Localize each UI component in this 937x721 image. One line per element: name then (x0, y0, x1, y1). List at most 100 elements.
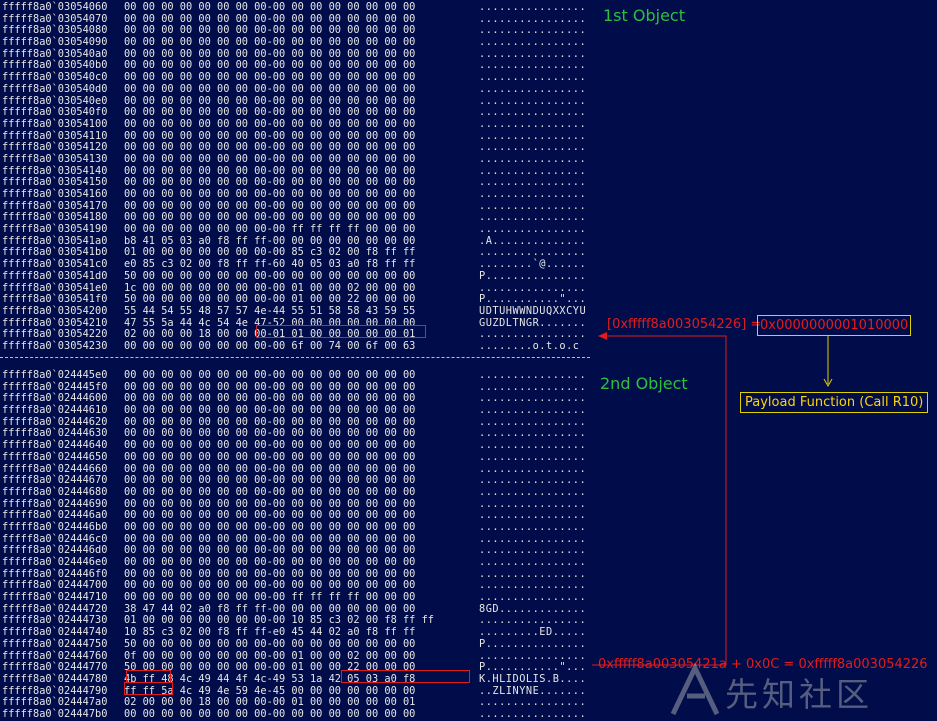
memory-hex-bytes: 00 00 00 00 00 00 00 00-00 00 00 00 00 0… (124, 532, 416, 545)
memory-row: fffff8a0`03054130 00 00 00 00 00 00 00 00… (2, 152, 594, 166)
memory-row: fffff8a0`02444660 00 00 00 00 00 00 00 00… (2, 462, 594, 476)
memory-hex-bytes: e0 85 c3 02 00 f8 ff ff-60 40 05 03 a0 f… (124, 258, 416, 271)
memory-address: fffff8a0`030540b0 (2, 59, 108, 72)
watermark: 先知社区 (665, 662, 935, 718)
memory-address: fffff8a0`030540c0 (2, 71, 108, 84)
memory-dump-first-object: fffff8a0`03054060 00 00 00 00 00 00 00 00… (2, 1, 594, 353)
memory-address: fffff8a0`030541c0 (2, 258, 108, 271)
memory-hex-bytes: 00 00 00 00 00 00 00 00-00 00 00 00 00 0… (124, 36, 416, 49)
memory-ascii: ................ (479, 152, 587, 165)
memory-ascii: ................ (479, 59, 587, 72)
memory-address: fffff8a0`024445f0 (2, 380, 108, 393)
watermark-text: 先知社区 (725, 675, 873, 714)
memory-hex-bytes: 47 55 5a 44 4c 54 4e 47-52 00 00 00 00 0… (124, 316, 416, 329)
memory-address: fffff8a0`02444660 (2, 462, 108, 475)
memory-hex-bytes: 00 00 00 00 00 00 00 00-00 00 00 00 00 0… (124, 152, 416, 165)
memory-address: fffff8a0`02444720 (2, 602, 108, 615)
memory-address: fffff8a0`030541a0 (2, 234, 108, 247)
first-object-label: 1st Object (603, 6, 685, 25)
memory-ascii: ................ (479, 36, 587, 49)
memory-address: fffff8a0`03054080 (2, 24, 108, 37)
memory-address: fffff8a0`03054090 (2, 36, 108, 49)
memory-hex-bytes: 10 85 c3 02 00 f8 ff ff-e0 45 44 02 a0 f… (124, 626, 416, 639)
memory-ascii: ................ (479, 129, 587, 142)
memory-ascii: ................ (479, 649, 587, 662)
memory-ascii: P..........."... (479, 293, 587, 306)
memory-hex-bytes: 00 00 00 00 00 00 00 00-00 00 00 00 00 0… (124, 485, 416, 498)
memory-hex-bytes: 00 00 00 00 00 00 00 00-00 00 00 00 00 0… (124, 94, 416, 107)
memory-hex-bytes: 00 00 00 00 00 00 00 00-00 00 00 00 00 0… (124, 1, 416, 13)
memory-hex-bytes: 00 00 00 00 00 00 00 00-00 00 00 00 00 0… (124, 462, 416, 475)
memory-address: fffff8a0`03054150 (2, 176, 108, 189)
memory-ascii: ................ (479, 707, 587, 720)
memory-hex-bytes: 00 00 00 00 00 00 00 00-00 00 00 00 00 0… (124, 520, 416, 533)
memory-hex-bytes: 55 44 54 55 48 57 57 4e-44 55 51 58 58 4… (124, 304, 416, 317)
memory-hex-bytes: 00 00 00 00 00 00 00 00-00 00 00 00 00 0… (124, 141, 416, 154)
memory-hex-bytes: 00 00 00 00 00 00 00 00-00 00 00 00 00 0… (124, 556, 416, 568)
memory-ascii: P..........."... (479, 661, 587, 674)
memory-ascii: ................ (479, 164, 587, 177)
memory-address: fffff8a0`02444650 (2, 450, 108, 463)
memory-address: fffff8a0`02444760 (2, 649, 108, 662)
memory-hex-bytes: 01 00 00 00 00 00 00 00-00 10 85 c3 02 0… (124, 614, 434, 627)
memory-address: fffff8a0`02444790 (2, 684, 108, 697)
memory-hex-bytes: 00 00 00 00 00 00 00 00-00 00 00 00 00 0… (124, 509, 416, 522)
memory-hex-bytes: 00 00 00 00 00 00 00 00-00 00 00 00 00 0… (124, 544, 416, 557)
memory-row: fffff8a0`024445f0 00 00 00 00 00 00 00 00… (2, 380, 594, 394)
memory-hex-bytes: 00 00 00 00 00 00 00 00-00 00 00 00 00 0… (124, 71, 416, 84)
memory-ascii: .A.............. (479, 234, 587, 247)
memory-address: fffff8a0`03054230 (2, 339, 108, 352)
payload-function-box: Payload Function (Call R10) (740, 392, 929, 413)
memory-address: fffff8a0`03054190 (2, 223, 108, 236)
memory-ascii: ................ (479, 47, 587, 60)
memory-ascii: ................ (479, 462, 587, 475)
memory-ascii: ................ (479, 141, 587, 154)
object-separator-line (0, 357, 590, 358)
memory-ascii: ................ (479, 369, 587, 381)
payload-value-highlight (256, 325, 426, 338)
memory-ascii: ................ (479, 188, 587, 200)
memory-address: fffff8a0`03054180 (2, 211, 108, 224)
memory-address: fffff8a0`03054060 (2, 1, 108, 13)
memory-ascii: ................ (479, 497, 587, 510)
memory-hex-bytes: 00 00 00 00 00 00 00 00-00 00 00 00 00 0… (124, 380, 416, 393)
memory-address: fffff8a0`030540f0 (2, 106, 108, 119)
memory-address: fffff8a0`030541b0 (2, 246, 108, 259)
memory-ascii: ................ (479, 71, 587, 84)
memory-hex-bytes: 00 00 00 00 00 00 00 00-00 00 00 00 00 0… (124, 188, 416, 200)
memory-hex-bytes: 00 00 00 00 00 00 00 00-00 00 00 00 00 0… (124, 579, 416, 592)
memory-ascii: ................ (479, 199, 587, 212)
payload-value-box: 0x0000000001010000 (757, 315, 911, 336)
memory-hex-bytes: ff ff 5a 4c 49 4e 59 4e-45 00 00 00 00 0… (124, 684, 416, 697)
memory-address: fffff8a0`02444750 (2, 637, 108, 650)
memory-ascii: ................ (479, 328, 587, 341)
memory-address: fffff8a0`024446c0 (2, 532, 108, 545)
memory-ascii: ..ZLINYNE....... (479, 684, 587, 697)
memory-address: fffff8a0`03054100 (2, 117, 108, 130)
memory-address: fffff8a0`03054170 (2, 199, 108, 212)
memory-address: fffff8a0`03054140 (2, 164, 108, 177)
memory-address: fffff8a0`03054130 (2, 152, 108, 165)
memory-address: fffff8a0`02444710 (2, 591, 108, 604)
